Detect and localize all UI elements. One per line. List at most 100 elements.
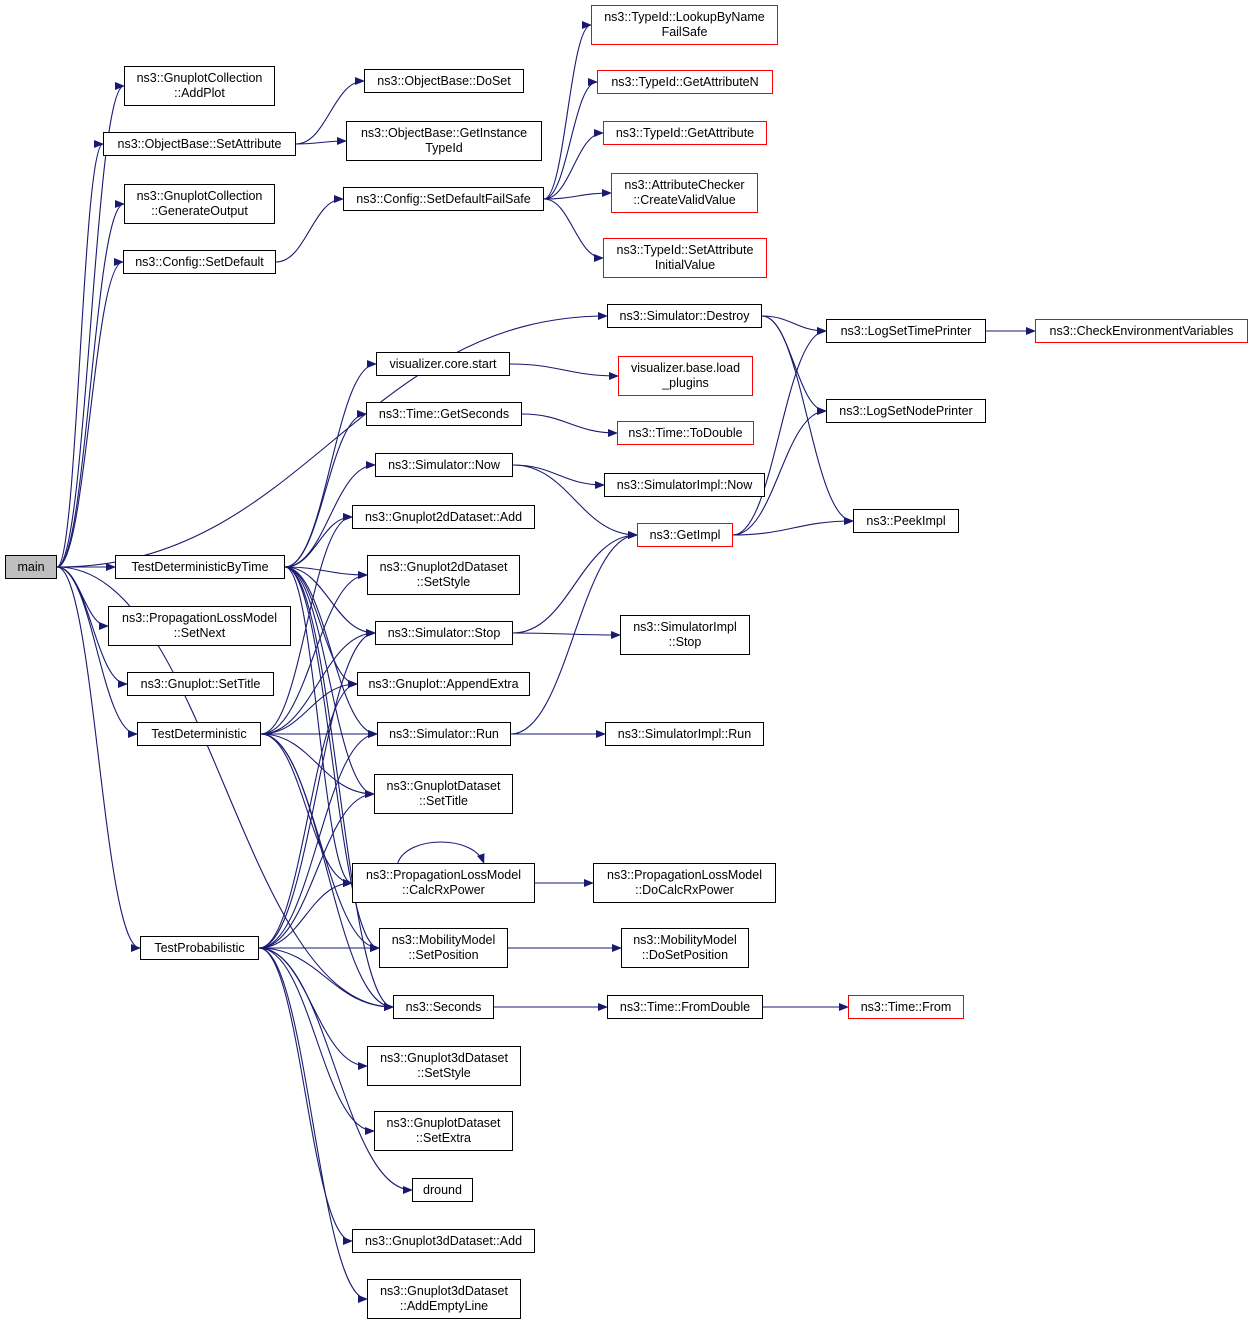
node-dround[interactable]: dround bbox=[412, 1178, 473, 1202]
edge-td-to-g2d-add bbox=[260, 513, 353, 735]
edge-tdbt-to-sim-stop bbox=[284, 566, 376, 637]
node-label: ns3::Seconds bbox=[405, 999, 482, 1014]
node-viz-load[interactable]: visualizer.base.load_plugins bbox=[618, 356, 753, 396]
node-g3d-add[interactable]: ns3::Gnuplot3dDataset::Add bbox=[352, 1229, 535, 1253]
edge-tdbt-to-gp-appendextra bbox=[284, 566, 358, 688]
node-label: ns3::Simulator::Stop bbox=[387, 625, 501, 640]
node-gds-setextra[interactable]: ns3::GnuplotDataset::SetExtra bbox=[374, 1111, 513, 1151]
node-plm-docalcrx[interactable]: ns3::PropagationLossModel::DoCalcRxPower bbox=[593, 863, 776, 903]
node-label: ::DoCalcRxPower bbox=[635, 883, 734, 897]
node-gc-genout[interactable]: ns3::GnuplotCollection::GenerateOutput bbox=[124, 184, 275, 224]
edge-cfg-sdfs-to-tid-getattrn bbox=[543, 78, 598, 200]
node-gc-addplot[interactable]: ns3::GnuplotCollection::AddPlot bbox=[124, 66, 275, 106]
edge-tdbt-to-sim-now bbox=[284, 461, 376, 568]
node-gp-appendextra[interactable]: ns3::Gnuplot::AppendExtra bbox=[357, 672, 530, 696]
node-label: ns3::LogSetTimePrinter bbox=[840, 323, 972, 338]
node-gp-settitle[interactable]: ns3::Gnuplot::SetTitle bbox=[127, 672, 274, 696]
node-label: ::SetStyle bbox=[416, 575, 471, 589]
node-sim-destroy[interactable]: ns3::Simulator::Destroy bbox=[607, 304, 762, 328]
node-label: ::SetTitle bbox=[419, 794, 468, 808]
node-label: ns3::Gnuplot3dDataset::Add bbox=[364, 1233, 523, 1248]
node-getimpl[interactable]: ns3::GetImpl bbox=[637, 523, 733, 547]
node-seconds[interactable]: ns3::Seconds bbox=[393, 995, 494, 1019]
node-label: ns3::Time::FromDouble bbox=[619, 999, 751, 1014]
node-viz-start[interactable]: visualizer.core.start bbox=[376, 352, 510, 376]
edge-tdbt-to-gds-settitle bbox=[284, 566, 375, 798]
node-plm-calcrx[interactable]: ns3::PropagationLossModel::CalcRxPower bbox=[352, 863, 535, 903]
edge-tp-to-gds-settitle bbox=[258, 790, 375, 949]
node-mm-setpos[interactable]: ns3::MobilityModel::SetPosition bbox=[379, 928, 508, 968]
node-cfg-sdfs[interactable]: ns3::Config::SetDefaultFailSafe bbox=[343, 187, 544, 211]
node-gds-settitle[interactable]: ns3::GnuplotDataset::SetTitle bbox=[374, 774, 513, 814]
node-label: ::SetPosition bbox=[408, 948, 479, 962]
node-td[interactable]: TestDeterministic bbox=[137, 722, 261, 746]
node-ac-cvv[interactable]: ns3::AttributeChecker::CreateValidValue bbox=[611, 173, 758, 213]
node-tdbt[interactable]: TestDeterministicByTime bbox=[115, 555, 285, 579]
edge-plm-calcrx-to-plm-calcrx bbox=[397, 841, 485, 864]
node-simimpl-run[interactable]: ns3::SimulatorImpl::Run bbox=[605, 722, 764, 746]
node-main[interactable]: main bbox=[5, 555, 57, 579]
edge-main-to-td bbox=[56, 566, 138, 738]
node-tid-getattrn[interactable]: ns3::TypeId::GetAttributeN bbox=[597, 70, 773, 94]
edge-tdbt-to-plm-calcrx bbox=[284, 566, 353, 887]
node-sim-now[interactable]: ns3::Simulator::Now bbox=[375, 453, 513, 477]
node-label: ns3::PropagationLossModel bbox=[366, 868, 521, 882]
edge-ob-setattr-to-ob-getinst bbox=[295, 137, 347, 146]
node-label: ns3::Gnuplot::SetTitle bbox=[140, 676, 261, 691]
node-label: ns3::Time::ToDouble bbox=[628, 425, 743, 440]
node-label: ns3::TypeId::GetAttribute bbox=[615, 125, 755, 140]
node-label: ns3::AttributeChecker bbox=[624, 178, 745, 192]
node-g2d-add[interactable]: ns3::Gnuplot2dDataset::Add bbox=[352, 505, 535, 529]
node-logtime[interactable]: ns3::LogSetTimePrinter bbox=[826, 319, 986, 343]
node-label: TestDeterministicByTime bbox=[131, 559, 269, 574]
node-plm-setnext[interactable]: ns3::PropagationLossModel::SetNext bbox=[108, 606, 291, 646]
edge-cfg-sdfs-to-tid-lookup bbox=[543, 21, 592, 200]
node-label: ns3::TypeId::LookupByName bbox=[604, 10, 765, 24]
node-ob-doset[interactable]: ns3::ObjectBase::DoSet bbox=[364, 69, 524, 93]
node-label: ::CalcRxPower bbox=[402, 883, 485, 897]
edge-main-to-sim-destroy bbox=[56, 312, 608, 568]
node-label: ns3::CheckEnvironmentVariables bbox=[1049, 323, 1234, 338]
node-label: ns3::MobilityModel bbox=[633, 933, 737, 947]
edge-tp-to-g3d-addempty bbox=[258, 947, 368, 1303]
node-time-todouble[interactable]: ns3::Time::ToDouble bbox=[617, 421, 754, 445]
node-time-fromdouble[interactable]: ns3::Time::FromDouble bbox=[607, 995, 763, 1019]
node-mm-dosetpos[interactable]: ns3::MobilityModel::DoSetPosition bbox=[621, 928, 749, 968]
node-simimpl-now[interactable]: ns3::SimulatorImpl::Now bbox=[604, 473, 765, 497]
node-ob-setattr[interactable]: ns3::ObjectBase::SetAttribute bbox=[103, 132, 296, 156]
node-sim-run[interactable]: ns3::Simulator::Run bbox=[377, 722, 511, 746]
edge-main-to-tp bbox=[56, 566, 141, 952]
edge-tp-to-dround bbox=[258, 947, 413, 1194]
node-cfg-setdefault[interactable]: ns3::Config::SetDefault bbox=[123, 250, 276, 274]
node-tid-getattr[interactable]: ns3::TypeId::GetAttribute bbox=[603, 121, 767, 145]
node-label: ns3::Config::SetDefault bbox=[135, 254, 264, 269]
edge-tp-to-gds-setextra bbox=[258, 947, 375, 1135]
node-label: ns3::Simulator::Run bbox=[389, 726, 499, 741]
node-g3d-addempty[interactable]: ns3::Gnuplot3dDataset::AddEmptyLine bbox=[367, 1279, 521, 1319]
edge-sim-run-to-getimpl bbox=[510, 531, 638, 735]
edge-sim-destroy-to-logtime bbox=[761, 315, 827, 335]
node-g3d-setstyle[interactable]: ns3::Gnuplot3dDataset::SetStyle bbox=[367, 1046, 521, 1086]
node-label: ns3::Config::SetDefaultFailSafe bbox=[356, 191, 531, 206]
node-time-from[interactable]: ns3::Time::From bbox=[848, 995, 964, 1019]
node-tp[interactable]: TestProbabilistic bbox=[140, 936, 259, 960]
node-lognode[interactable]: ns3::LogSetNodePrinter bbox=[826, 399, 986, 423]
node-checkenv[interactable]: ns3::CheckEnvironmentVariables bbox=[1035, 319, 1248, 343]
node-sim-stop[interactable]: ns3::Simulator::Stop bbox=[375, 621, 513, 645]
node-g2d-setstyle[interactable]: ns3::Gnuplot2dDataset::SetStyle bbox=[367, 555, 520, 595]
edge-cfg-sdfs-to-ac-cvv bbox=[543, 189, 612, 200]
node-label: ns3::MobilityModel bbox=[391, 933, 496, 947]
node-simimpl-stop[interactable]: ns3::SimulatorImpl::Stop bbox=[620, 615, 750, 655]
edge-tdbt-to-mm-setpos bbox=[284, 566, 380, 952]
edge-sim-stop-to-getimpl bbox=[512, 531, 638, 634]
edge-td-to-sim-stop bbox=[260, 629, 376, 735]
edge-tp-to-plm-calcrx bbox=[258, 879, 353, 949]
node-label: ns3::PropagationLossModel bbox=[122, 611, 277, 625]
node-peekimpl[interactable]: ns3::PeekImpl bbox=[853, 509, 959, 533]
node-label: ns3::TypeId::GetAttributeN bbox=[611, 74, 759, 89]
node-time-getsec[interactable]: ns3::Time::GetSeconds bbox=[366, 402, 522, 426]
node-label: ns3::ObjectBase::DoSet bbox=[377, 73, 511, 88]
